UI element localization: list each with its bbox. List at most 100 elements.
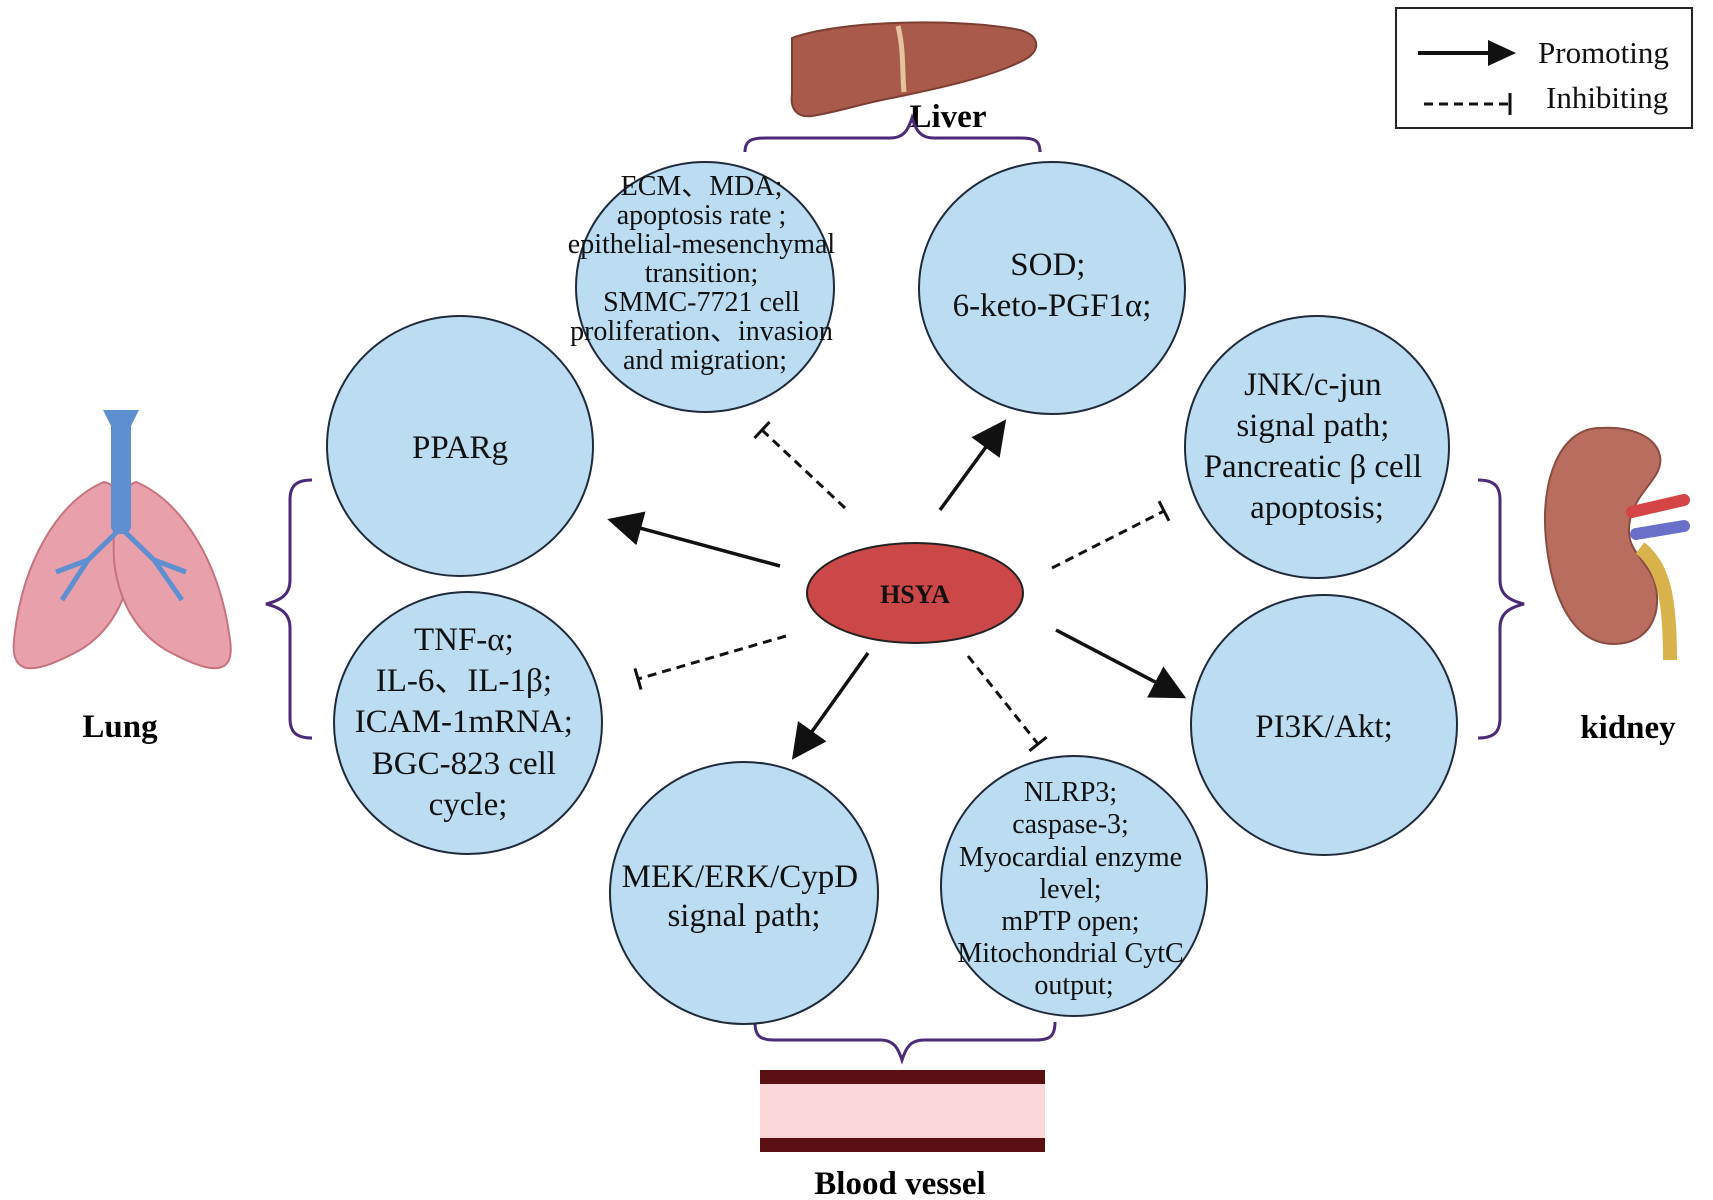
kidney-brace bbox=[1477, 478, 1525, 740]
node-liver-left-line: epithelial-mesenchymal bbox=[568, 229, 836, 260]
lung-right-lobe bbox=[112, 480, 232, 670]
node-vessel-left: MEK/ERK/CypD signal path; bbox=[609, 761, 879, 1025]
node-lung-top-text: PPARg bbox=[412, 430, 508, 466]
renal-artery bbox=[1626, 494, 1690, 518]
node-lung-bottom-circle bbox=[333, 591, 603, 855]
trachea bbox=[111, 414, 131, 534]
trachea-top bbox=[103, 410, 139, 426]
renal-vein bbox=[1630, 520, 1690, 540]
promoting-arrow-liver-right bbox=[938, 419, 1007, 512]
vessel-label: Blood vessel bbox=[814, 1166, 985, 1200]
inhibiting-line-kidney-top bbox=[1051, 509, 1165, 570]
promoting-arrow-lung-top bbox=[607, 511, 781, 568]
ureter bbox=[1635, 542, 1677, 661]
connectors bbox=[607, 419, 1187, 760]
node-liver-right-circle bbox=[918, 161, 1186, 415]
inhibiting-bar-vessel-right bbox=[1028, 735, 1048, 753]
lung-illustration bbox=[12, 410, 232, 670]
inhibiting-line-lung-bottom bbox=[637, 634, 787, 681]
inhibiting-bar-kidney-top bbox=[1157, 500, 1171, 522]
legend: Promoting Inhibiting bbox=[1395, 7, 1693, 129]
vessel-wall-top bbox=[760, 1070, 1045, 1084]
node-liver-left-line: SMMC-7721 cell bbox=[603, 287, 800, 318]
node-vessel-right-line: Mitochondrial CytC bbox=[957, 938, 1183, 969]
node-vessel-right-line: output; bbox=[1034, 970, 1113, 1001]
legend-inhibiting-label: Inhibiting bbox=[1546, 80, 1668, 115]
node-liver-left-line: transition; bbox=[645, 258, 759, 289]
node-lung-top-line: PPARg bbox=[412, 430, 508, 466]
nodes: ECM、MDA; apoptosis rate ; epithelial-mes… bbox=[326, 161, 1458, 1025]
node-liver-left-text: ECM、MDA; apoptosis rate ; epithelial-mes… bbox=[568, 171, 842, 376]
liver-shape bbox=[790, 21, 1038, 118]
kidney-illustration bbox=[1544, 426, 1690, 661]
node-vessel-right-line: level; bbox=[1039, 874, 1101, 905]
node-lung-bottom-line: BGC-823 cell bbox=[372, 746, 556, 782]
node-kidney-top-line: JNK/c-jun bbox=[1244, 367, 1381, 403]
promoting-arrow-kidney-bottom bbox=[1055, 628, 1187, 699]
legend-promoting-label: Promoting bbox=[1538, 35, 1669, 70]
node-liver-right-text: SOD; 6-keto-PGF1α; bbox=[953, 247, 1152, 324]
center-node: HSYA bbox=[806, 542, 1024, 644]
node-liver-left-line: proliferation、invasion bbox=[570, 316, 833, 347]
vessel-lumen bbox=[760, 1084, 1045, 1138]
bronchi bbox=[55, 526, 187, 602]
node-vessel-right-line: Myocardial enzyme bbox=[959, 842, 1182, 873]
kidney-shape bbox=[1544, 426, 1662, 646]
center-ellipse bbox=[806, 542, 1024, 644]
node-kidney-bottom-circle bbox=[1190, 594, 1458, 856]
liver-brace bbox=[743, 113, 1042, 153]
node-liver-right-line: SOD; bbox=[1010, 247, 1085, 283]
legend-box bbox=[1395, 7, 1693, 129]
node-vessel-left-line: MEK/ERK/CypD bbox=[622, 859, 859, 895]
node-kidney-bottom-line: PI3K/Akt; bbox=[1255, 709, 1393, 745]
node-liver-left-line: apoptosis rate ; bbox=[617, 200, 787, 231]
inhibiting-line-vessel-right bbox=[966, 655, 1040, 745]
node-lung-bottom-line: TNF-α; bbox=[414, 622, 514, 658]
node-lung-bottom-line: cycle; bbox=[429, 787, 508, 823]
node-vessel-right-line: mPTP open; bbox=[1001, 906, 1139, 937]
node-kidney-top-line: signal path; bbox=[1236, 408, 1389, 444]
lung-label: Lung bbox=[82, 709, 158, 745]
node-lung-bottom: TNF-α; IL-6、IL-1β; ICAM-1mRNA; BGC-823 c… bbox=[333, 591, 603, 855]
node-vessel-right-line: NLRP3; bbox=[1024, 777, 1117, 808]
node-vessel-left-line: signal path; bbox=[667, 898, 820, 934]
node-vessel-right-line: caspase-3; bbox=[1012, 809, 1129, 840]
node-liver-left-line: and migration; bbox=[623, 345, 787, 376]
node-kidney-top-circle bbox=[1184, 315, 1450, 579]
liver-illustration bbox=[790, 21, 1038, 118]
node-kidney-top-line: Pancreatic β cell bbox=[1204, 449, 1422, 485]
vessel-wall-bottom bbox=[760, 1138, 1045, 1152]
node-lung-bottom-line: IL-6、IL-1β; bbox=[376, 663, 552, 699]
node-liver-left-circle bbox=[575, 161, 835, 413]
inhibiting-bar-lung-bottom bbox=[633, 668, 643, 690]
node-kidney-top: JNK/c-jun signal path; Pancreatic β cell… bbox=[1184, 315, 1450, 579]
node-liver-left: ECM、MDA; apoptosis rate ; epithelial-mes… bbox=[568, 161, 842, 413]
liver-label: Liver bbox=[910, 99, 987, 135]
node-vessel-right-text: NLRP3; caspase-3; Myocardial enzyme leve… bbox=[957, 777, 1190, 1001]
legend-promoting-arrowhead bbox=[1488, 40, 1516, 66]
node-lung-top: PPARg bbox=[326, 315, 594, 577]
node-liver-right-line: 6-keto-PGF1α; bbox=[953, 288, 1152, 324]
node-kidney-top-text: JNK/c-jun signal path; Pancreatic β cell… bbox=[1204, 367, 1431, 526]
vessel-brace bbox=[753, 1021, 1057, 1065]
node-vessel-left-circle bbox=[609, 761, 879, 1025]
center-label: HSYA bbox=[880, 580, 950, 609]
node-lung-top-circle bbox=[326, 315, 594, 577]
node-liver-left-line: ECM、MDA; bbox=[621, 171, 783, 202]
node-vessel-right-circle bbox=[940, 755, 1208, 1017]
liver-ligament bbox=[895, 25, 907, 93]
node-vessel-right: NLRP3; caspase-3; Myocardial enzyme leve… bbox=[940, 755, 1208, 1017]
node-kidney-bottom: PI3K/Akt; bbox=[1190, 594, 1458, 856]
node-kidney-bottom-text: PI3K/Akt; bbox=[1255, 709, 1393, 745]
node-lung-bottom-line: ICAM-1mRNA; bbox=[355, 704, 573, 740]
vessel-illustration bbox=[760, 1070, 1045, 1152]
node-lung-bottom-text: TNF-α; IL-6、IL-1β; ICAM-1mRNA; BGC-823 c… bbox=[355, 622, 581, 823]
lung-brace bbox=[265, 478, 313, 740]
inhibiting-line-liver-left bbox=[760, 428, 847, 510]
node-vessel-left-text: MEK/ERK/CypD signal path; bbox=[622, 859, 867, 934]
node-kidney-top-line: apoptosis; bbox=[1250, 490, 1384, 526]
kidney-label: kidney bbox=[1580, 710, 1676, 746]
inhibiting-bar-liver-left bbox=[753, 420, 771, 440]
promoting-arrow-vessel-left bbox=[791, 651, 870, 760]
